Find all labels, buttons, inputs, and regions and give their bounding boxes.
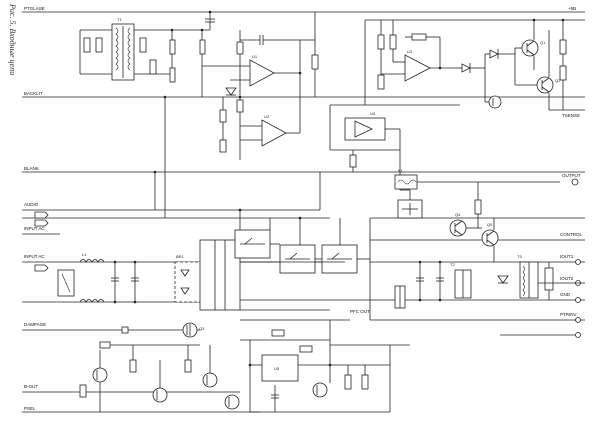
ic-u5: U5 [261, 354, 299, 382]
transformer-t1: T1 [111, 17, 135, 81]
svg-text:T2: T2 [450, 262, 455, 267]
svg-text:U2: U2 [264, 114, 270, 119]
svg-text:L1: L1 [82, 252, 87, 257]
opamp-u1: U1 [249, 54, 275, 87]
net-label: DAMPAGE [24, 322, 46, 327]
transistor-q1: Q1 [521, 39, 546, 57]
mosfet-q3: Q3 [182, 322, 205, 338]
net-label: INPUT AC [24, 254, 45, 259]
transformer-t2: T2 [450, 262, 472, 299]
net-label: IOUT2 [560, 276, 574, 281]
net-label: PTRINV [560, 312, 577, 317]
svg-text:U3: U3 [407, 49, 413, 54]
net-label: INPUT AC [24, 226, 45, 231]
net-label: PFC OUT [350, 309, 370, 314]
svg-text:U5: U5 [274, 366, 280, 371]
transformer-t3: T3 [517, 254, 539, 299]
svg-text:Q1: Q1 [540, 40, 546, 45]
svg-text:Q2: Q2 [555, 78, 561, 83]
relay-coil [397, 199, 423, 219]
net-label: BLANK [24, 166, 39, 171]
net-label: AUDIO [24, 202, 39, 207]
opamp-u4: U4 [354, 111, 376, 138]
inductor-l1: L1 [79, 252, 105, 303]
net-label: PSEL [24, 406, 36, 411]
opamp-u3: U3 [404, 49, 431, 82]
svg-text:Q5: Q5 [487, 222, 493, 227]
transistor-q4: Q4 [449, 212, 467, 237]
net-label: PTGLASE [24, 6, 45, 11]
svg-text:BR1: BR1 [176, 254, 185, 259]
svg-text:K1: K1 [398, 168, 404, 173]
svg-text:T3: T3 [517, 254, 522, 259]
net-label: B-OUT [24, 384, 38, 389]
net-label: IOUT1 [560, 254, 574, 259]
svg-text:U4: U4 [370, 111, 376, 116]
bridge-rectifier-br1: BR1 [174, 254, 202, 303]
opamp-u2: U2 [261, 114, 287, 147]
svg-text:Q4: Q4 [455, 212, 461, 217]
figure-caption: Рис. 5. Входные цепи [8, 3, 17, 75]
net-label: OUTPUT [562, 173, 581, 178]
net-label: +5B [568, 6, 576, 11]
svg-text:T1: T1 [117, 17, 122, 22]
transistor-q5: Q5 [481, 222, 499, 247]
net-label: TSENSE [562, 113, 580, 118]
net-label: CONTROL [560, 232, 582, 237]
transistor-q2: Q2 [536, 76, 561, 94]
relay-k1: K1 [394, 168, 418, 190]
svg-text:U1: U1 [252, 54, 258, 59]
svg-text:Q3: Q3 [199, 326, 205, 331]
net-label: BACKLIT [24, 91, 43, 96]
net-label: GND [560, 292, 571, 297]
